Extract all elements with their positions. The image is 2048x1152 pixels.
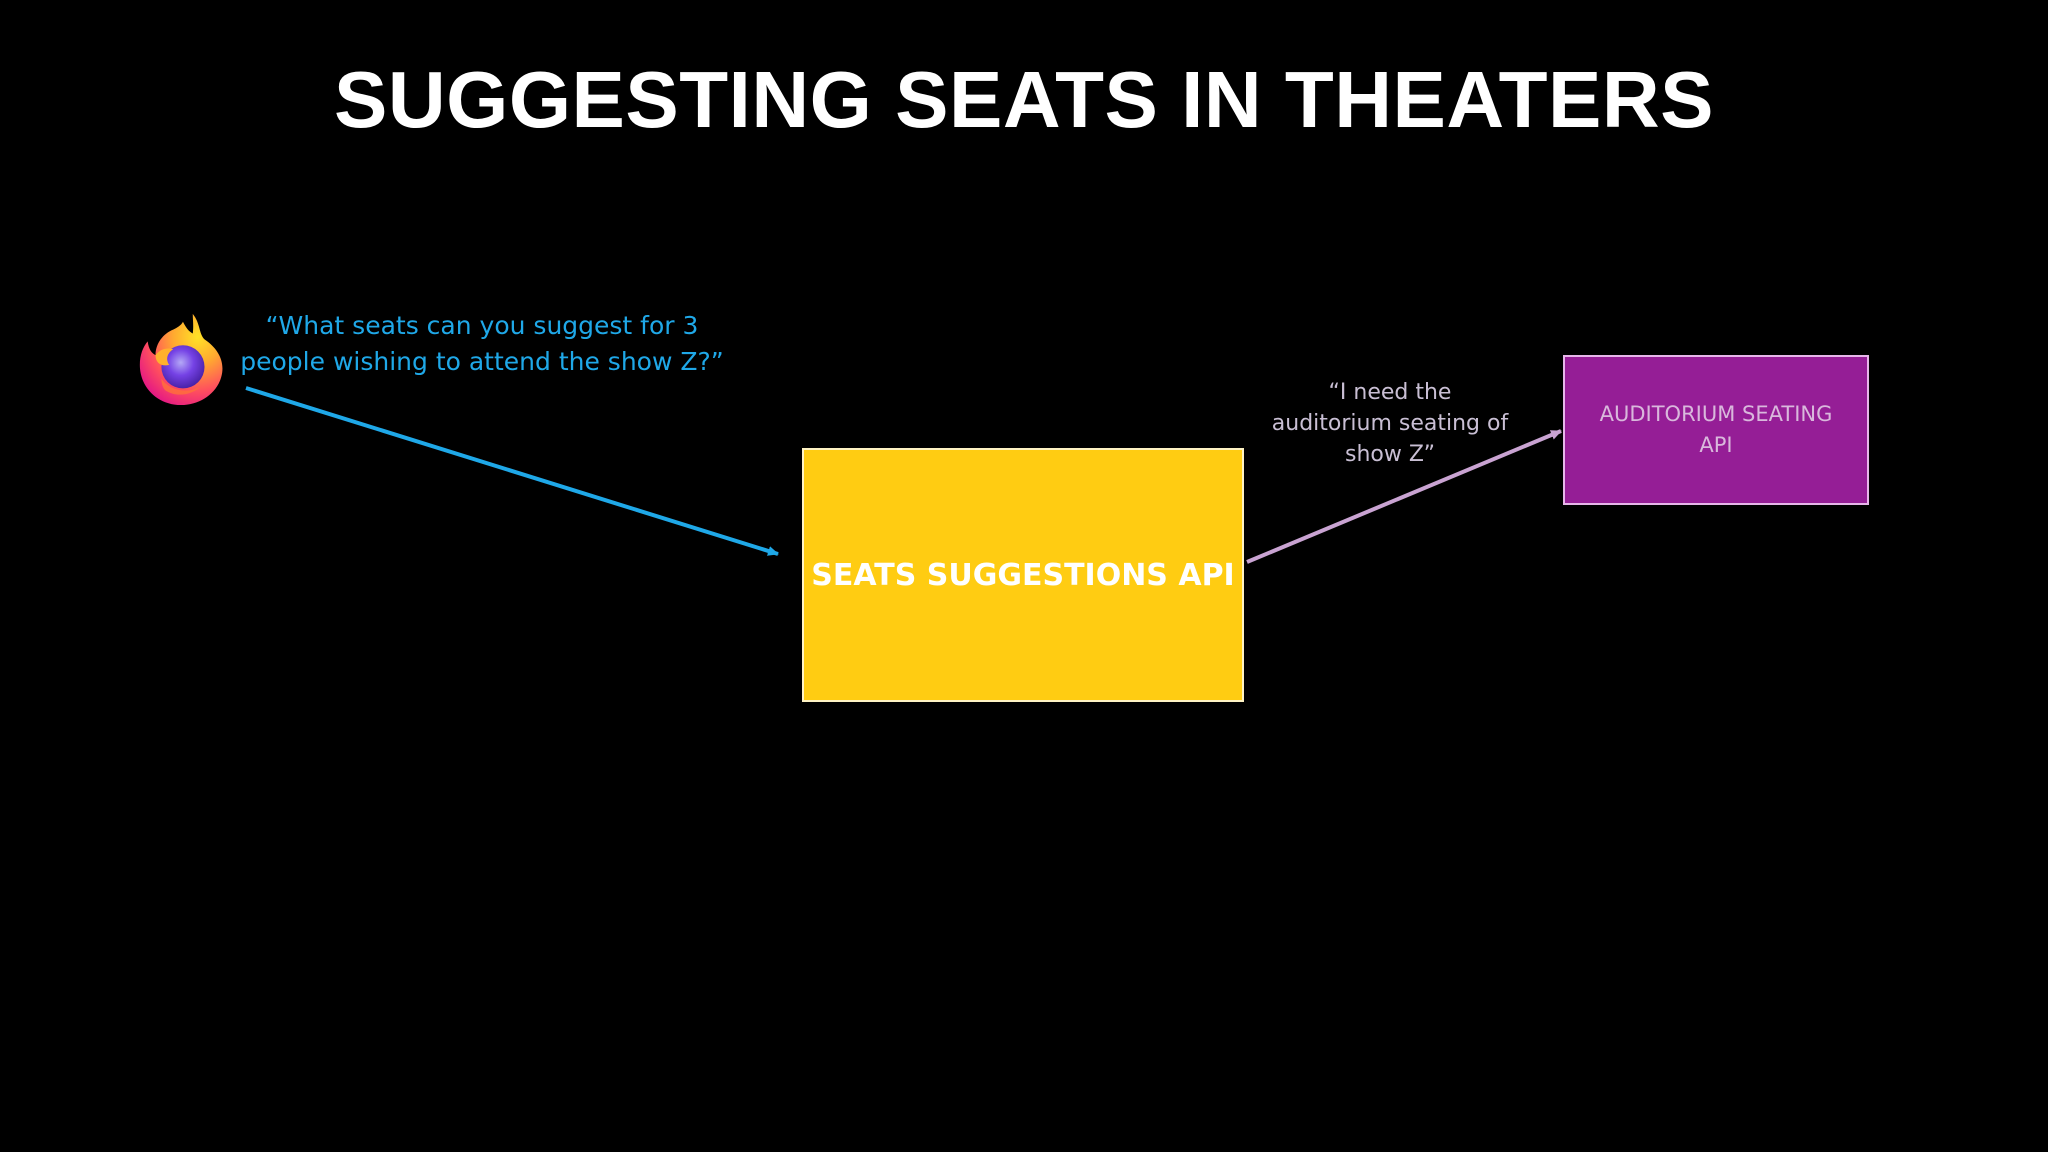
seating-request-quote: “I need the auditorium seating of show Z… bbox=[1271, 380, 1509, 467]
auditorium-seating-api-box: AUDITORIUM SEATING API bbox=[1563, 355, 1869, 505]
seating-request-arrow bbox=[1246, 429, 1562, 564]
auditorium-seating-api-label: AUDITORIUM SEATING API bbox=[1599, 402, 1833, 457]
firefox-browser-icon bbox=[132, 310, 230, 408]
client-request-quote: “What seats can you suggest for 3 people… bbox=[240, 311, 724, 376]
slide-title: SUGGESTING SEATS IN THEATERS bbox=[333, 55, 1715, 144]
seats-suggestions-api-label: SEATS SUGGESTIONS API bbox=[811, 557, 1235, 593]
seats-suggestions-api-box: SEATS SUGGESTIONS API bbox=[802, 448, 1244, 702]
client-request-arrow bbox=[245, 386, 779, 556]
